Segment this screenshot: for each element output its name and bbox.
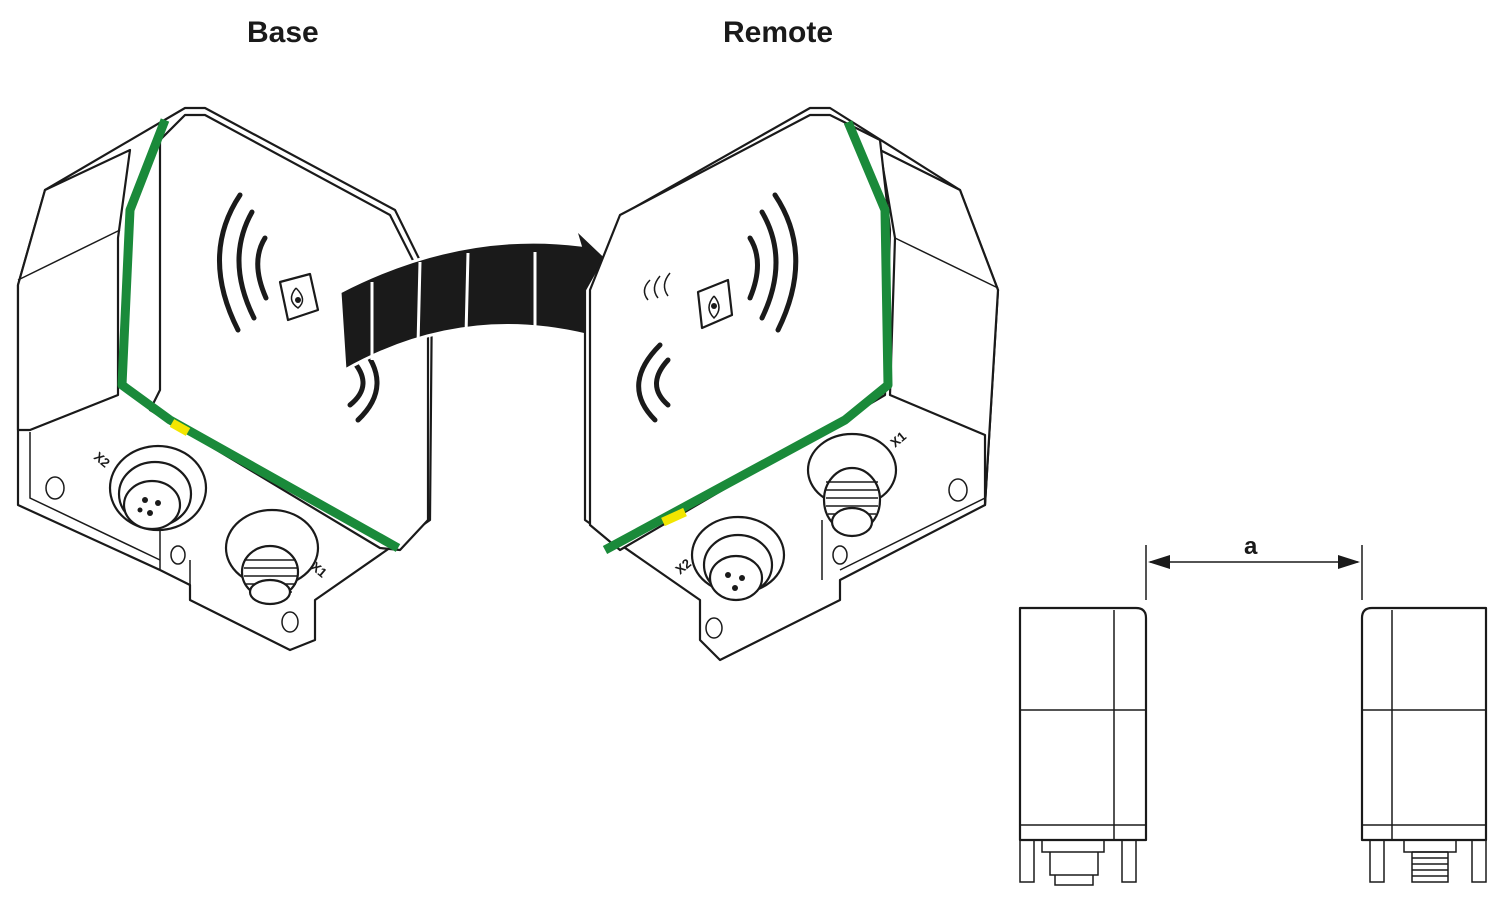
remote-green-stripe [602, 120, 893, 554]
remote-device: X1 X2 [583, 106, 1000, 662]
base-yellow-marker [169, 419, 191, 436]
base-connector-x2: X2 [91, 444, 208, 532]
distance-label: a [1244, 533, 1258, 560]
base-device: X2 X1 [16, 106, 434, 652]
remote-label: Remote [723, 16, 834, 49]
base-radio-waves-icon [217, 192, 380, 423]
remote-yellow-marker [661, 507, 687, 527]
distance-dimension: a [1145, 533, 1363, 600]
side-view-remote-unit [1360, 606, 1488, 883]
side-view-drawing: a [1018, 533, 1488, 886]
remote-coupling-symbol-icon [696, 278, 734, 330]
side-view-base-unit [1018, 606, 1148, 886]
remote-radio-waves-icon [636, 192, 799, 423]
base-label: Base [247, 16, 319, 49]
base-coupling-symbol-icon [278, 272, 320, 322]
base-green-stripe [117, 118, 401, 552]
base-connector-x1: X1 [224, 508, 330, 606]
